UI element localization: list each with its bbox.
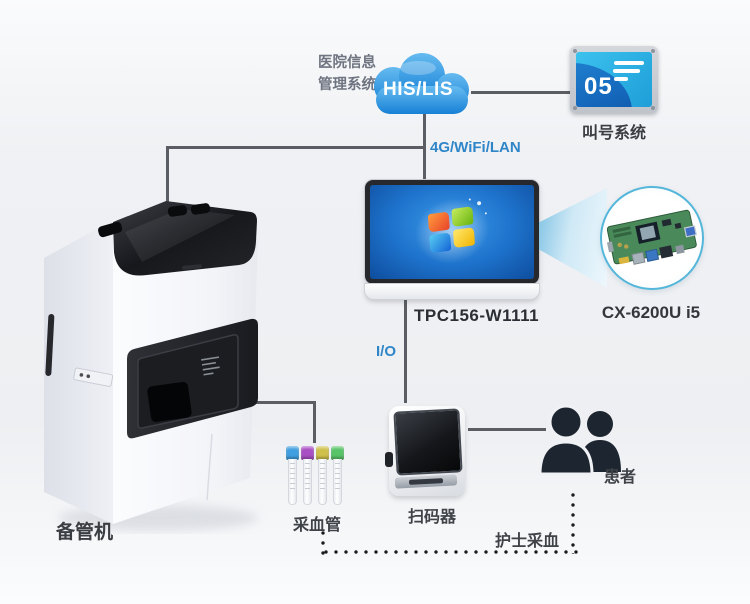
tubes-label: 采血管	[293, 517, 342, 534]
windows-pane	[427, 211, 450, 233]
screw-icon	[651, 49, 655, 53]
connector-io-panel-pc-to-scanner	[404, 299, 407, 403]
tube-body	[333, 459, 342, 505]
sparkle-icon	[484, 212, 487, 215]
tube-cap-purple	[301, 446, 314, 460]
screw-icon	[573, 49, 577, 53]
panel-pc-base	[365, 284, 539, 299]
lid-highlight	[125, 209, 235, 262]
list-line-icon	[613, 69, 640, 73]
windows-pane	[452, 227, 476, 249]
panel-pc	[365, 180, 539, 284]
screw-icon	[573, 106, 577, 110]
machine-label: 备管机	[56, 522, 114, 543]
queue-display-label: 叫号系统	[581, 125, 646, 142]
machine-seam	[206, 433, 213, 501]
scanner-side-button	[385, 452, 393, 467]
motherboard-callout	[600, 186, 704, 290]
hospital-system-line2: 管理系统	[318, 76, 376, 93]
machine-output-window	[147, 381, 192, 422]
windows-pane	[451, 206, 474, 228]
scanner-device	[385, 404, 467, 498]
motherboard-icon	[607, 209, 697, 265]
tube-body	[288, 459, 297, 505]
network-label: 4G/WiFi/LAN	[430, 139, 521, 156]
tube-body	[303, 459, 312, 505]
screw-icon	[651, 106, 655, 110]
connector-to-machine	[166, 146, 169, 207]
connector-machine-to-tubes-v	[313, 401, 316, 443]
lid-clip	[98, 221, 123, 238]
lid-slot	[182, 264, 202, 270]
machine-side-strip	[73, 367, 114, 387]
blood-tube	[316, 446, 329, 506]
connector-cloud-to-queue-display	[471, 91, 570, 94]
lid-clip	[167, 205, 188, 217]
panel-pc-model: TPC156-W1111	[414, 306, 540, 325]
cloud-icon	[374, 53, 469, 114]
machine-top-lid	[113, 201, 257, 276]
callout-beam	[539, 188, 607, 288]
nurse-path-label: 护士采血	[495, 533, 560, 550]
lid-clip	[190, 203, 211, 215]
sparkle-icon	[468, 198, 471, 201]
windows-pane	[429, 232, 452, 254]
scanner-label: 扫码器	[408, 509, 457, 526]
blood-tube	[331, 446, 344, 506]
connector-scanner-to-patients	[468, 428, 546, 431]
patients-icon	[538, 404, 621, 476]
scanner-slot	[408, 478, 444, 485]
io-label: I/O	[376, 343, 397, 360]
machine-side-slot	[45, 314, 55, 376]
blood-tubes	[286, 446, 344, 506]
hospital-system-line1: 医院信息	[318, 55, 376, 71]
tube-cap-yellow	[316, 446, 329, 460]
connector-horizontal-main	[166, 146, 426, 149]
dotted-path-from-tubes	[321, 528, 325, 555]
machine-print-label	[201, 356, 220, 376]
hospital-system-label: 医院信息 管理系统	[300, 53, 376, 97]
blood-tube	[286, 446, 299, 506]
list-line-icon	[614, 77, 628, 81]
tube-cap-blue	[286, 446, 299, 460]
queue-display-screen: 05	[576, 52, 652, 107]
patients-label: 患者	[604, 469, 637, 486]
tube-body	[318, 459, 327, 505]
queue-number: 05	[584, 73, 613, 100]
dotted-path-bottom	[321, 550, 579, 554]
dotted-path-to-patients	[571, 490, 575, 554]
panel-pc-screen	[370, 185, 534, 279]
tube-machine	[44, 201, 258, 531]
motherboard-model: CX-6200U i5	[601, 303, 701, 322]
scanner-screen	[393, 408, 463, 476]
list-line-icon	[614, 61, 644, 65]
cloud-label: HIS/LIS	[382, 79, 453, 100]
sparkle-icon	[476, 200, 482, 206]
queue-display: 05	[570, 46, 658, 113]
tube-cap-green	[331, 446, 344, 460]
blood-tube	[301, 446, 314, 506]
windows-logo-icon	[427, 198, 487, 254]
